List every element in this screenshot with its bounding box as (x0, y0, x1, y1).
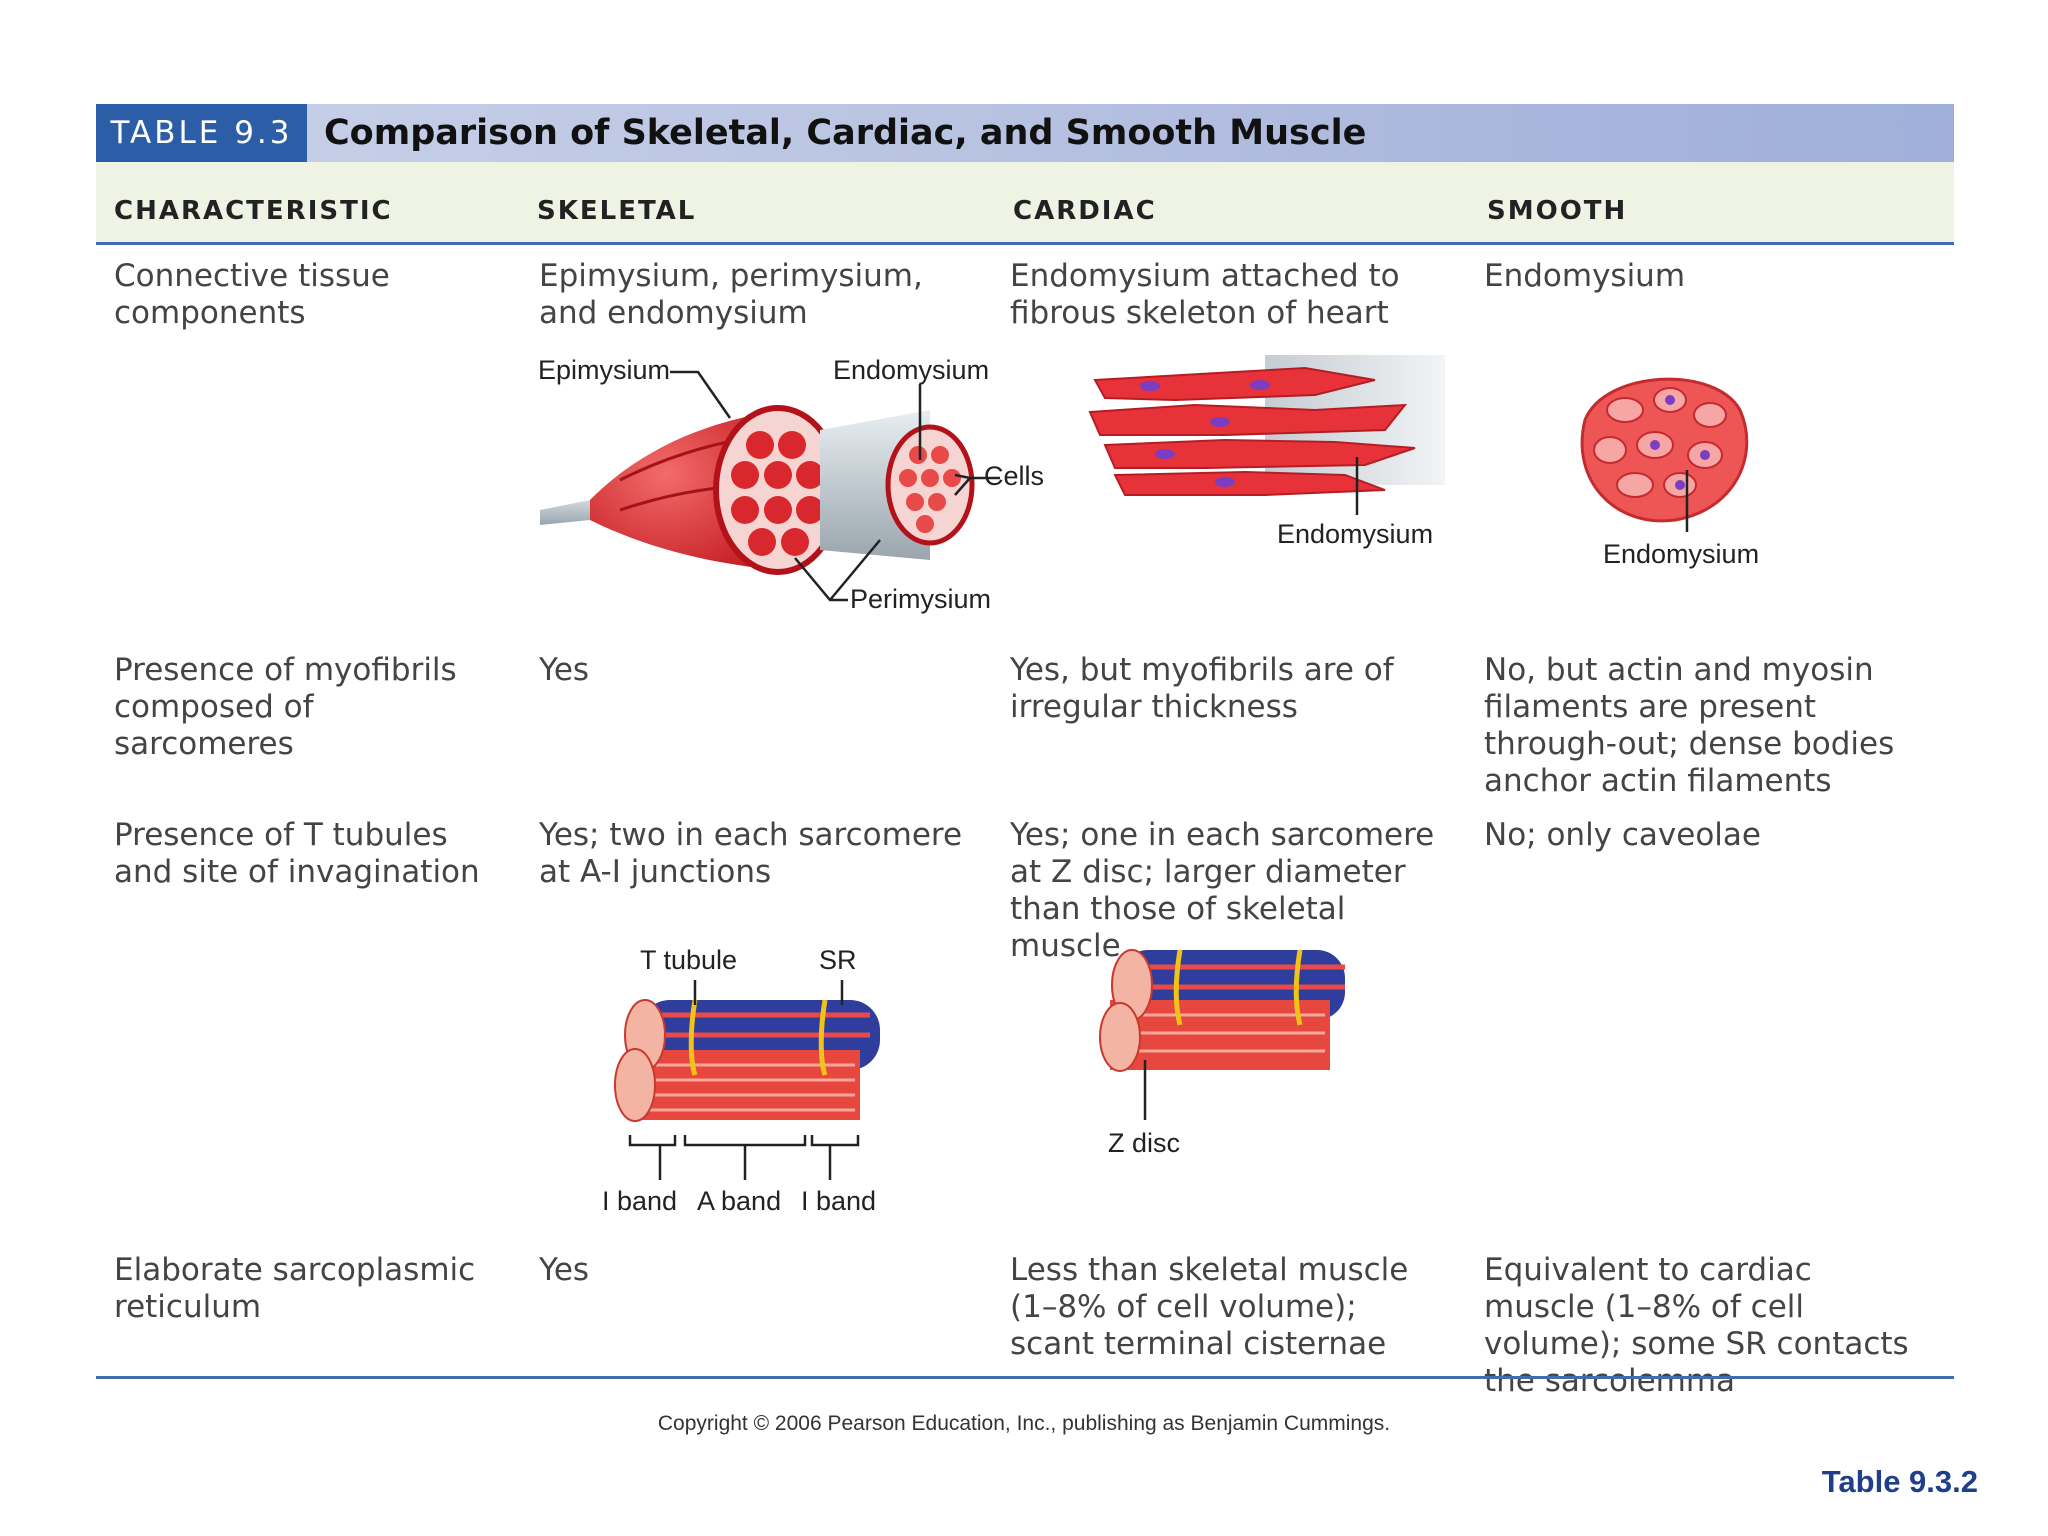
column-header-skeletal: SKELETAL (537, 196, 697, 226)
row1-characteristic: Connective tissue components (114, 258, 390, 331)
table-number-tag: TABLE 9.3 (96, 104, 307, 162)
table-bottom-rule (96, 1376, 1954, 1379)
column-header-smooth: SMOOTH (1487, 196, 1628, 226)
column-header-cardiac: CARDIAC (1013, 196, 1157, 226)
row2-characteristic: Presence of myofibrils composed of sarco… (114, 652, 457, 762)
label-epimysium: Epimysium (538, 355, 671, 385)
table-title: Comparison of Skeletal, Cardiac, and Smo… (324, 113, 1367, 153)
smooth-muscle-illustration (1580, 377, 1749, 532)
row1-cardiac: Endomysium attached to fibrous skeleton … (1010, 258, 1400, 331)
row4-skeletal: Yes (539, 1252, 590, 1288)
row4-cardiac: Less than skeletal muscle (1–8% of cell … (1010, 1252, 1409, 1362)
label-cells: Cells (984, 461, 1045, 491)
cardiac-t-tubule-illustration (1099, 949, 1345, 1120)
row2-skeletal: Yes (539, 652, 590, 688)
label-perimysium: Perimysium (850, 584, 992, 614)
row3-smooth: No; only caveolae (1484, 817, 1761, 853)
label-endomysium-cardiac: Endomysium (1277, 519, 1434, 549)
skeletal-t-tubule-illustration (614, 980, 880, 1180)
label-i-band-right: I band (801, 1186, 877, 1216)
row3-skeletal: Yes; two in each sarcomere at A-I juncti… (539, 817, 963, 890)
skeletal-muscle-illustration (540, 370, 1000, 602)
label-endomysium-skeletal: Endomysium (833, 355, 990, 385)
column-header-characteristic: CHARACTERISTIC (114, 196, 393, 226)
row3-cardiac: Yes; one in each sarcomere at Z disc; la… (1010, 817, 1435, 964)
slide-table-number: Table 9.3.2 (1821, 1464, 1978, 1499)
copyright-notice: Copyright © 2006 Pearson Education, Inc.… (657, 1412, 1391, 1435)
row1-smooth: Endomysium (1484, 258, 1686, 294)
label-z-disc: Z disc (1108, 1128, 1181, 1158)
row4-characteristic: Elaborate sarcoplasmic reticulum (114, 1252, 476, 1325)
row2-smooth: No, but actin and myosin filaments are p… (1484, 652, 1895, 799)
table-header-band (96, 104, 1954, 162)
label-t-tubule: T tubule (640, 945, 738, 975)
header-divider (96, 242, 1954, 245)
row3-characteristic: Presence of T tubules and site of invagi… (114, 817, 480, 890)
row4-smooth: Equivalent to cardiac muscle (1–8% of ce… (1484, 1252, 1909, 1399)
label-i-band-left: I band (602, 1186, 678, 1216)
row1-skeletal: Epimysium, perimysium, and endomysium (539, 258, 923, 331)
column-header-row (96, 162, 1954, 242)
label-sr: SR (819, 945, 857, 975)
cardiac-muscle-illustration (1088, 355, 1445, 515)
label-endomysium-smooth: Endomysium (1603, 539, 1760, 569)
row2-cardiac: Yes, but myofibrils are of irregular thi… (1010, 652, 1394, 725)
label-a-band: A band (697, 1186, 782, 1216)
